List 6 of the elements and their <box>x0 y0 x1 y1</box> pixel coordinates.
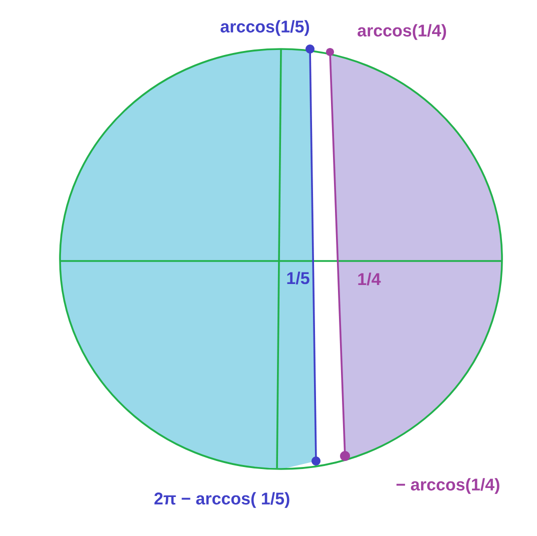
angle-label: 2π − arccos( 1/5) <box>154 492 290 508</box>
angle-label: arccos(1/4) <box>358 24 446 40</box>
angle-label: 1/5 <box>287 272 310 284</box>
angle-label: 1/4 <box>358 272 381 286</box>
angle-label: arccos(1/5) <box>220 20 310 36</box>
angle-label: − arccos(1/4) <box>396 478 500 494</box>
